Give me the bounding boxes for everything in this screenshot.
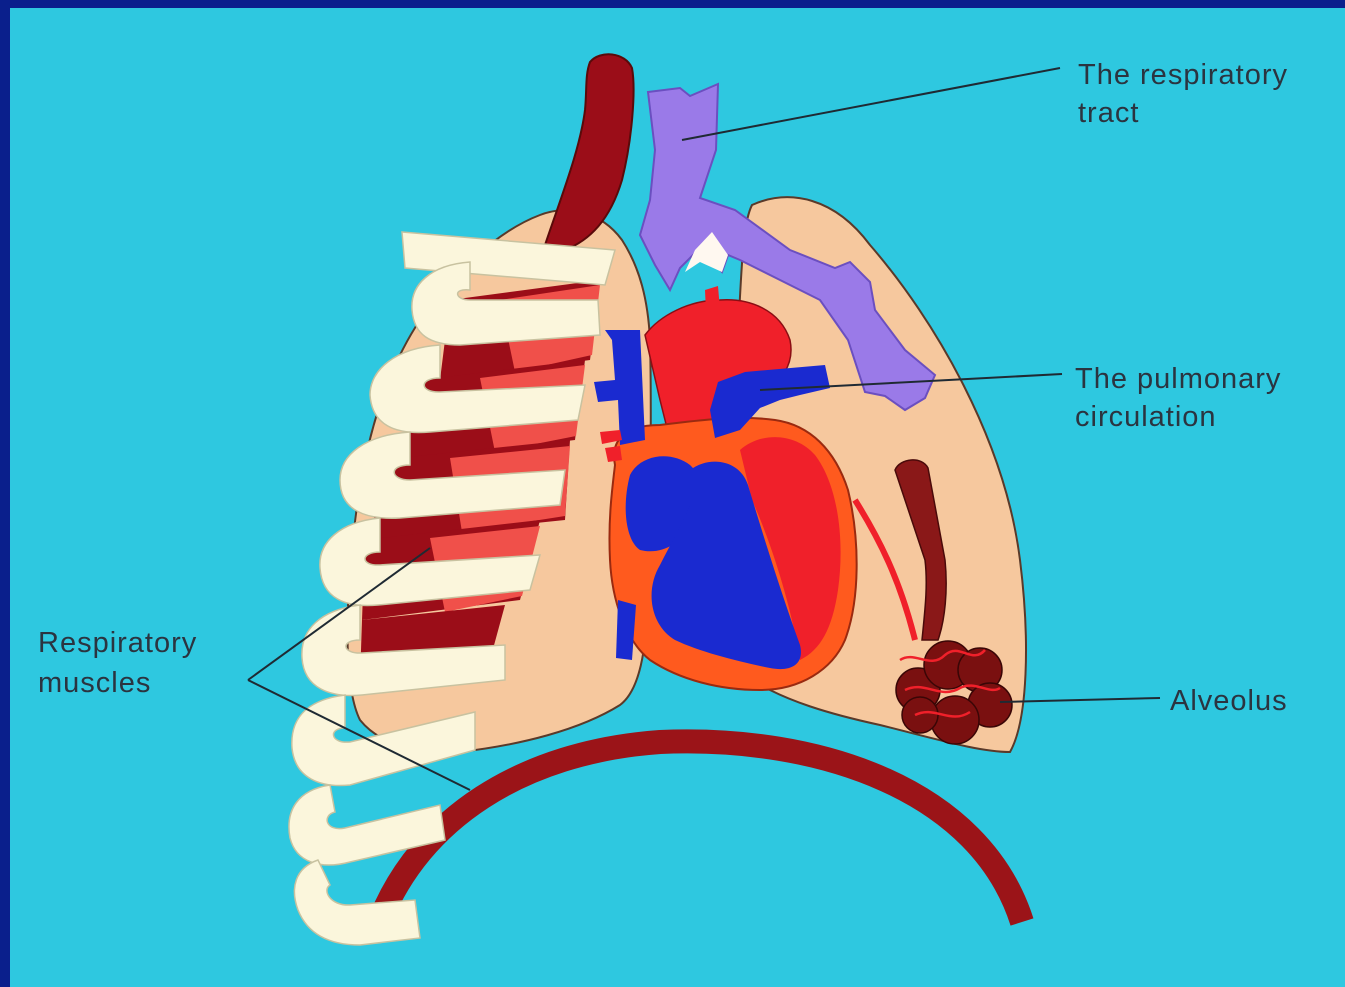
label-pulmonary-circulation-line-1: The pulmonary [1075,363,1281,395]
label-alveolus: Alveolus [1170,685,1288,717]
label-alveolus-line-1: Alveolus [1170,685,1288,717]
vessel-branch [605,446,622,462]
vessel-branch [705,286,720,312]
label-pulmonary-circulation-line-2: circulation [1075,401,1217,433]
label-respiratory-tract-line-2: tract [1078,97,1139,129]
label-respiratory-muscles-line-1: Respiratory [38,627,197,659]
label-respiratory-muscles-line-2: muscles [38,667,151,699]
label-respiratory-tract-line-1: The respiratory [1078,59,1288,91]
